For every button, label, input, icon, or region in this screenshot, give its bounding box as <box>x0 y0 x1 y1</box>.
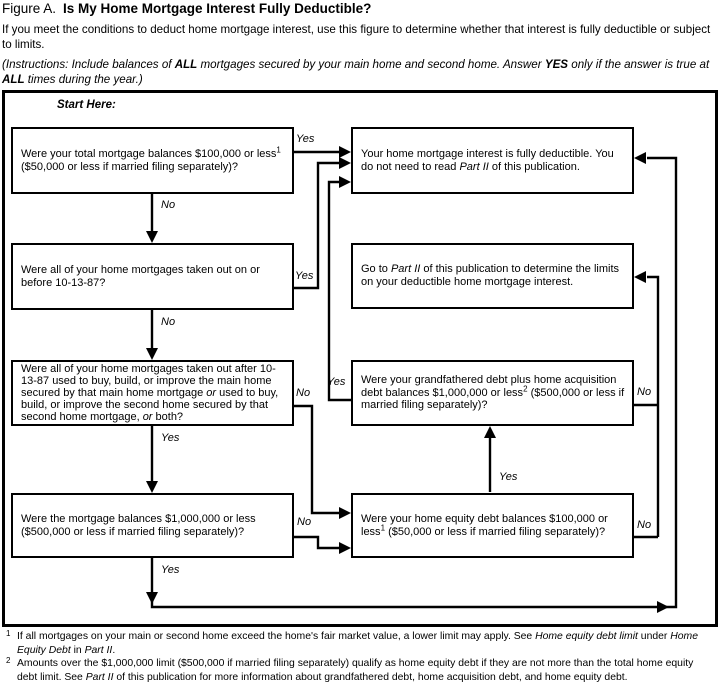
figure-intro: If you meet the conditions to deduct hom… <box>2 23 711 51</box>
label-grandfathered-yes: Yes <box>327 376 346 388</box>
box-text: Were all of your home mortgages taken ou… <box>21 363 287 424</box>
label-q3-yes: Yes <box>161 432 180 444</box>
figure-title: Is My Home Mortgage Interest Fully Deduc… <box>63 1 372 16</box>
flowchart-box-fully-deductible: Your home mortgage interest is fully ded… <box>351 127 634 194</box>
instructions-segment: mortgages secured by your main home and … <box>197 58 545 71</box>
footnote-ref-1: 1 <box>380 522 386 532</box>
footnote-text-segment: of this publication for more information… <box>113 671 628 683</box>
instructions-segment: only if the answer is true at <box>568 58 710 71</box>
box-text: Were the mortgage balances $1,000,000 or… <box>21 512 256 538</box>
box-text-segment: Were your grandfathered debt plus home a… <box>361 373 617 399</box>
flowchart-box-go-to-part2: Go to Part II of this publication to det… <box>351 243 634 309</box>
arrowhead <box>634 271 646 283</box>
label-q2-yes: Yes <box>295 270 314 282</box>
home-equity-debt-reference: Home Equity Debt <box>17 631 698 656</box>
footnote-ref-2: 2 <box>523 383 528 393</box>
box-text-segment: Were your home equity debt balances $100… <box>361 512 608 538</box>
label-q1-yes: Yes <box>296 133 315 145</box>
connector-q4-yes <box>150 156 678 609</box>
connector-no-to-part2 <box>634 275 660 539</box>
footnote-text-segment: Amounts over the $1,000,000 limit ($500,… <box>17 658 694 683</box>
part-ii-reference: Part II <box>459 160 489 173</box>
footnote-text-segment: in <box>70 644 85 656</box>
start-here-label: Start Here: <box>57 99 116 111</box>
box-text-segment: Go to <box>361 263 391 276</box>
footnote-text-segment: . <box>112 644 116 656</box>
flowchart-connectors <box>146 146 678 613</box>
arrowhead <box>146 348 158 360</box>
instructions-bold-yes: YES <box>544 58 569 71</box>
figure-label: Figure A. <box>2 1 57 16</box>
connector-grandfathered-yes <box>327 180 351 402</box>
box-text: Were all of your home mortgages taken ou… <box>21 263 260 289</box>
box-text-segment: ($50,000 or less if married filing separ… <box>21 160 239 173</box>
box-text-segment: Your home mortgage interest is fully ded… <box>361 147 614 173</box>
arrowhead <box>634 152 646 164</box>
flowchart-border <box>2 90 718 627</box>
arrowhead <box>146 592 158 604</box>
box-text-segment: of this publication. <box>488 160 580 173</box>
box-text: Your home mortgage interest is fully ded… <box>361 148 627 173</box>
connector-q3-no <box>294 404 340 515</box>
label-homeequity-yes: Yes <box>499 471 518 483</box>
label-q2-no: No <box>161 316 176 328</box>
instructions-bold-all-2: ALL <box>2 73 25 86</box>
figure-instructions: (Instructions: Include balances of ALL m… <box>2 57 716 87</box>
part-ii-reference: Part II <box>85 671 114 683</box>
box-text-segment: ($500,000 or less if married filing sepa… <box>361 386 625 412</box>
box-text-segment: both? <box>152 411 184 424</box>
connector-q4-no <box>294 535 340 550</box>
label-q4-no: No <box>297 516 312 528</box>
arrowhead <box>146 231 158 243</box>
footnote-ref-1: 1 <box>276 145 281 155</box>
box-text: Were your total mortgage balances $100,0… <box>21 145 287 173</box>
box-text-segment: Were all of your home mortgages taken ou… <box>21 362 276 399</box>
flowchart-box-buy-build-improve: Were all of your home mortgages taken ou… <box>11 360 294 426</box>
footnote-2-number: 2 <box>6 656 11 665</box>
arrowhead <box>146 481 158 493</box>
connector-q2-yes <box>294 161 340 290</box>
box-text: Were your grandfathered debt plus home a… <box>361 374 627 412</box>
instructions-bold-all-1: ALL <box>174 58 198 71</box>
box-text-segment: of this publication to determine the lim… <box>361 263 620 288</box>
footnote-2: 2 Amounts over the $1,000,000 limit ($500… <box>2 656 714 684</box>
box-text-segment: Were your total mortgage balances $100,0… <box>21 147 277 160</box>
flowchart-box-balances-1m: Were the mortgage balances $1,000,000 or… <box>11 493 294 558</box>
box-text-segment: used to buy, build, or improve the secon… <box>21 386 279 424</box>
instructions-segment: (Instructions: Include balances of <box>2 58 175 71</box>
arrowhead <box>339 157 351 169</box>
instructions-segment: times during the year.) <box>24 73 143 86</box>
arrowhead <box>657 601 669 613</box>
home-equity-debt-limit-reference: Home equity debt limit <box>535 631 638 642</box>
box-text: Were your home equity debt balances $100… <box>361 513 627 538</box>
flowchart-box-grandfathered-debt: Were your grandfathered debt plus home a… <box>351 360 634 426</box>
arrowhead <box>339 507 351 519</box>
footnote-text-segment: under <box>637 631 671 642</box>
figure-header: Figure A. Is My Home Mortgage Interest Fu… <box>2 1 371 16</box>
arrowhead <box>339 146 351 158</box>
part-ii-reference: Part II <box>390 263 421 276</box>
emphasis-or: or <box>206 386 217 399</box>
label-q1-no: No <box>161 199 176 211</box>
arrowhead <box>484 426 496 438</box>
footnote-1: 1 If all mortgages on your main or second… <box>2 629 714 657</box>
label-q4-yes: Yes <box>161 564 180 576</box>
label-grandfathered-no: No <box>637 386 652 398</box>
box-text: Go to Part II of this publication to det… <box>361 263 627 288</box>
arrowhead <box>339 542 351 554</box>
footnote-text-segment: If all mortgages on your main or second … <box>17 631 536 642</box>
box-text-segment: ($50,000 or less if married filing separ… <box>385 525 606 538</box>
emphasis-or: or <box>142 411 153 424</box>
label-q3-no: No <box>296 387 311 399</box>
arrowhead <box>339 176 351 188</box>
flowchart-box-before-101387: Were all of your home mortgages taken ou… <box>11 243 294 310</box>
label-homeequity-no: No <box>637 519 652 531</box>
flowchart-box-total-balances: Were your total mortgage balances $100,0… <box>11 127 294 194</box>
footnote-1-number: 1 <box>6 629 11 638</box>
flowchart-box-home-equity-debt: Were your home equity debt balances $100… <box>351 493 634 558</box>
part-ii-reference: Part II <box>84 644 113 656</box>
